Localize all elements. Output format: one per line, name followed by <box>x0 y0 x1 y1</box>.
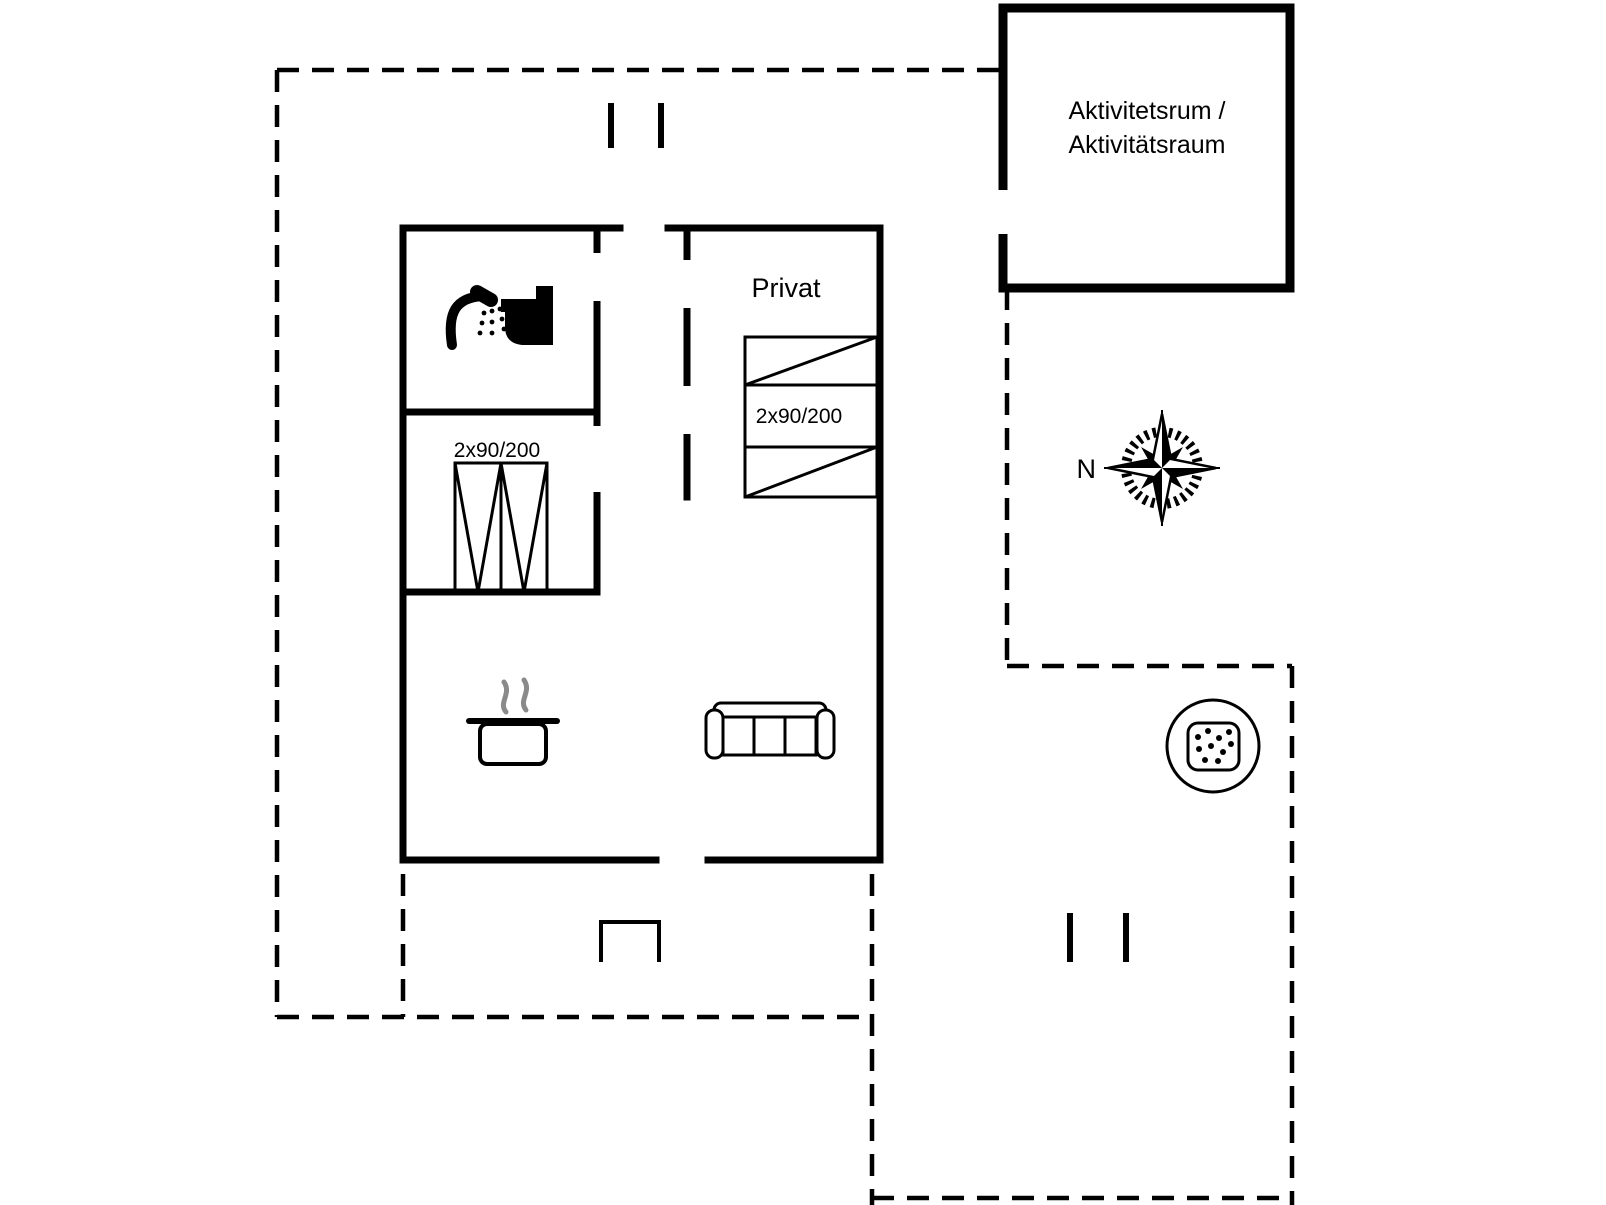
toilet-icon <box>501 286 553 345</box>
plot-boundary-dashed <box>274 67 1295 1205</box>
steps-mark <box>599 920 661 962</box>
compass-north-label: N <box>1077 454 1097 484</box>
sofa-icon <box>704 701 836 760</box>
activity-room-label-line2: Aktivitätsraum <box>1069 131 1226 159</box>
bedroom-bed-icon <box>453 461 549 594</box>
privat-room-label: Privat <box>751 273 821 303</box>
house-walls <box>399 224 884 864</box>
privat-bed-icon <box>743 335 879 499</box>
cooking-pot-icon <box>466 677 560 766</box>
activity-room-door-opening <box>995 190 1011 234</box>
activity-room-walls <box>998 3 1295 293</box>
compass-rose-icon <box>1104 410 1220 526</box>
entrance-marks-top <box>608 103 664 148</box>
shower-icon <box>445 285 507 350</box>
activity-room: Aktivitetsrum / Aktivitätsraum <box>995 3 1295 293</box>
bedroom-bed-size-label: 2x90/200 <box>454 439 540 462</box>
entrance-marks-bottom-right <box>1067 913 1129 962</box>
door-openings <box>589 253 695 492</box>
hot-tub-icon <box>1165 698 1261 794</box>
activity-room-label-line1: Aktivitetsrum / <box>1069 97 1226 125</box>
privat-bed-size-label: 2x90/200 <box>756 405 842 428</box>
